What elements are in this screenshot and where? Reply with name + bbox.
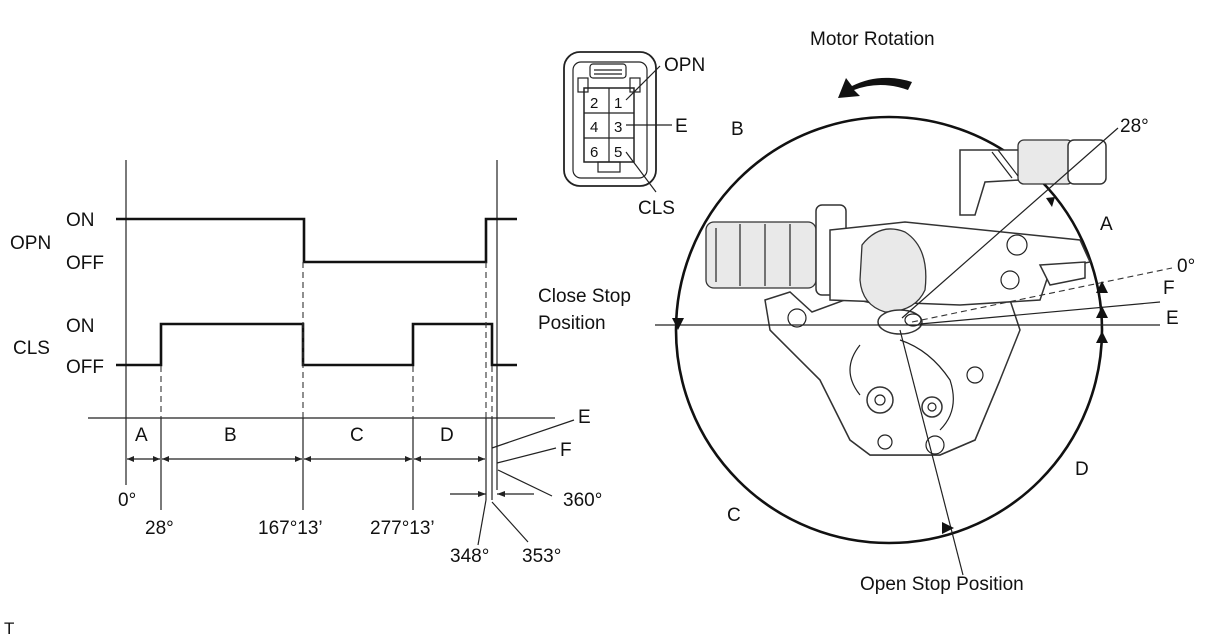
cls-waveform — [116, 322, 517, 367]
opn-signal-label: OPN — [10, 233, 51, 254]
mechanism-illustration — [705, 139, 1107, 456]
connector-opn-label: OPN — [664, 55, 705, 76]
zone-d-label: D — [440, 425, 454, 446]
zone-a-label: A — [135, 425, 148, 446]
line-f — [919, 301, 1161, 325]
e-arrow-icon — [1096, 331, 1108, 343]
opn-off-label: OFF — [66, 253, 104, 274]
zone-b-label: B — [224, 425, 237, 446]
corner-mark: T — [4, 619, 14, 638]
angle-0: 0° — [118, 490, 136, 511]
close-stop-label-line1: Close Stop — [538, 286, 631, 307]
opn-waveform — [116, 217, 517, 264]
rotation-diagram: Motor Rotation — [538, 29, 1195, 595]
close-stop-arrow-icon — [672, 318, 684, 330]
pin-5: 5 — [614, 144, 622, 161]
line-e-label: E — [1166, 308, 1179, 329]
pin-1: 1 — [614, 95, 622, 112]
zone-c-circle-label: C — [727, 505, 741, 526]
pin-6: 6 — [590, 144, 598, 161]
pin-2: 2 — [590, 95, 598, 112]
open-stop-label: Open Stop Position — [860, 574, 1024, 595]
angle-353: 353° — [522, 546, 561, 567]
connector-e-label: E — [675, 116, 688, 137]
line-0deg — [911, 267, 1173, 323]
connector-cls-label: CLS — [638, 198, 675, 219]
angle-28: 28° — [145, 518, 174, 539]
close-stop-label-line2: Position — [538, 313, 606, 334]
f-arrow-icon — [1096, 306, 1108, 318]
opn-on-label: ON — [66, 210, 95, 231]
leader-e — [491, 419, 575, 449]
zone-d-circle-label: D — [1075, 459, 1089, 480]
cls-off-label: OFF — [66, 357, 104, 378]
timing-chart: OPN ON OFF CLS ON OFF A B C D 0° 28° 167… — [10, 160, 602, 567]
line-28deg — [901, 127, 1119, 319]
motor-rotation-title: Motor Rotation — [810, 29, 935, 50]
callout-f: F — [560, 440, 572, 461]
cls-on-label: ON — [66, 316, 95, 337]
rotation-arrow-icon — [838, 77, 912, 98]
angle-277: 277°13’ — [370, 518, 435, 539]
zone-c-arrow-icon — [942, 522, 954, 534]
span-arrows — [127, 456, 534, 497]
zone-c-label: C — [350, 425, 364, 446]
leader-360 — [497, 469, 553, 497]
zone-a-arrow-icon — [1046, 197, 1055, 207]
leader-353 — [491, 501, 529, 543]
zone-b-circle-label: B — [731, 119, 744, 140]
pin-3: 3 — [614, 119, 622, 136]
angle-167: 167°13’ — [258, 518, 323, 539]
zero-arrow-icon — [1096, 281, 1108, 293]
angle-360: 360° — [563, 490, 602, 511]
zone-a-circle-label: A — [1100, 214, 1113, 235]
callout-e: E — [578, 407, 591, 428]
connector: 2 1 4 3 6 5 OPN E CLS — [563, 51, 705, 219]
angle-28-circle-label: 28° — [1120, 116, 1149, 137]
leader-348 — [477, 499, 487, 546]
angle-0-circle-label: 0° — [1177, 256, 1195, 277]
angle-348: 348° — [450, 546, 489, 567]
line-f-label: F — [1163, 278, 1175, 299]
line-open-stop — [899, 329, 964, 576]
cls-signal-label: CLS — [13, 338, 50, 359]
rotation-circle — [674, 115, 1104, 545]
leader-f — [496, 447, 557, 464]
pin-4: 4 — [590, 119, 598, 136]
